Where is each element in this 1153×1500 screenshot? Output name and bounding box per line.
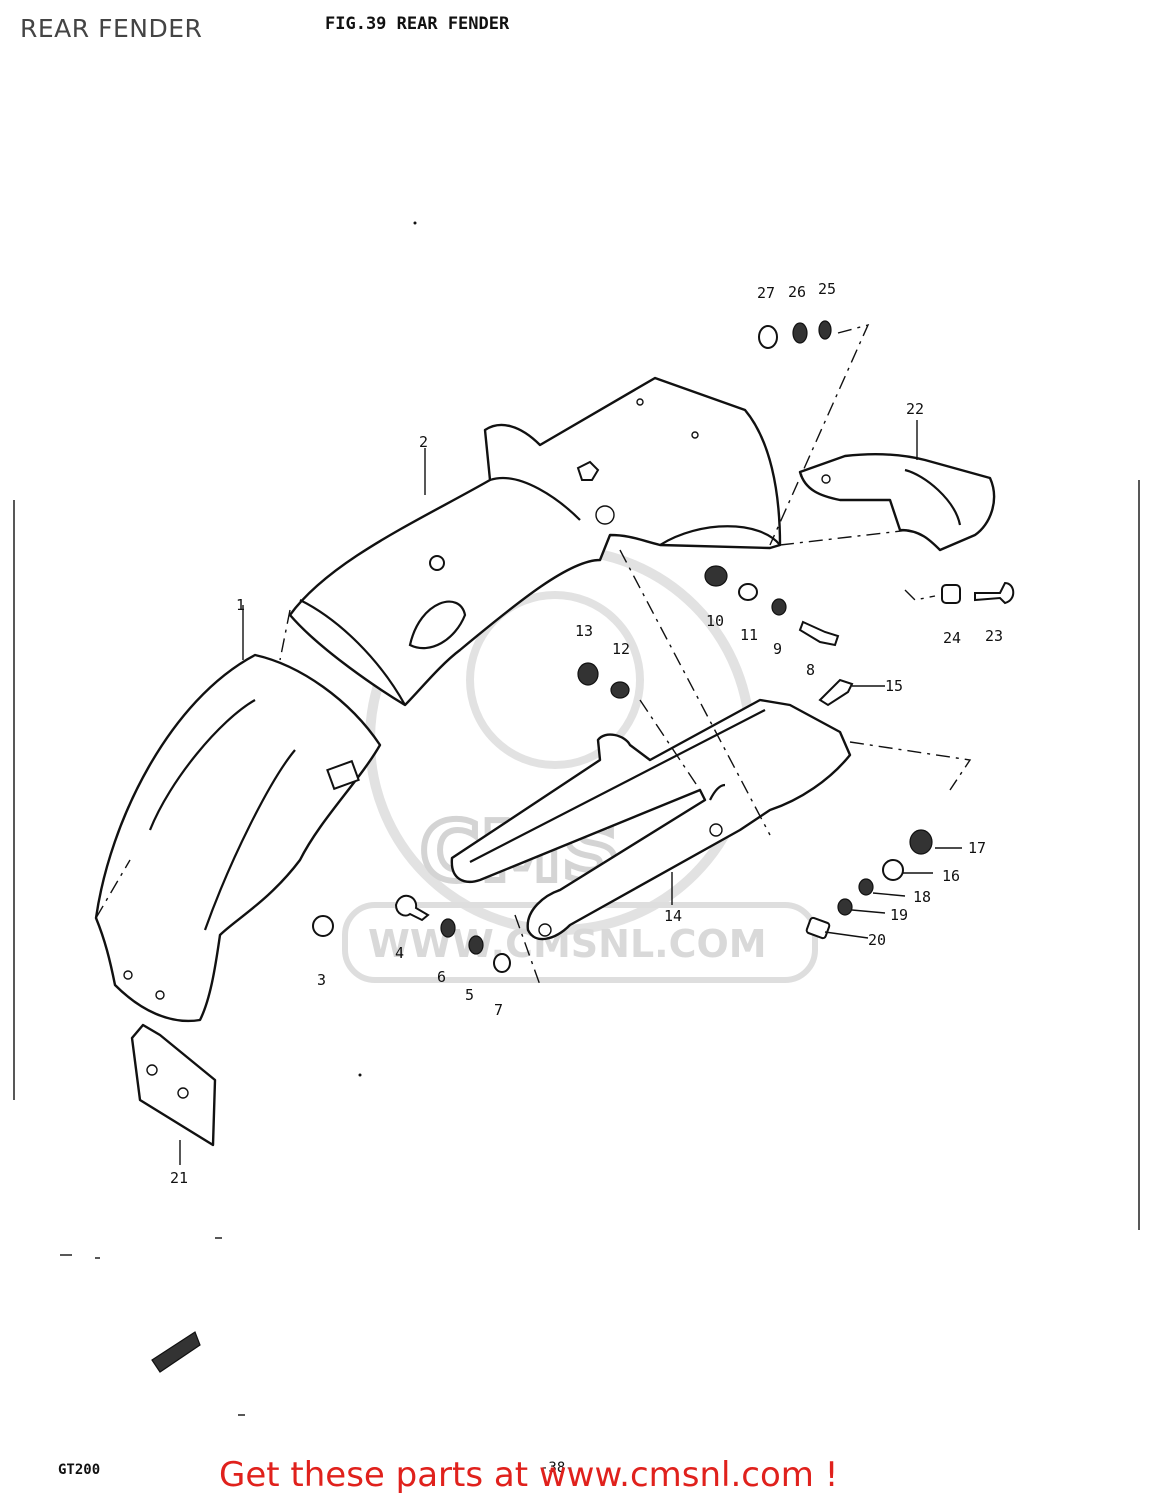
callout-3: 3 (317, 971, 326, 989)
callout-27: 27 (757, 284, 775, 302)
page-title: REAR FENDER (20, 14, 203, 43)
callout-labels: 1 2 3 4 5 6 7 8 9 10 11 12 13 14 15 16 1… (170, 280, 1003, 1187)
callout-19: 19 (890, 906, 908, 924)
callout-20: 20 (868, 931, 886, 949)
leader-lines (95, 323, 972, 1165)
upper-rear-fender (288, 376, 782, 707)
callout-15: 15 (885, 677, 903, 695)
callout-2: 2 (419, 433, 428, 451)
figure-title: FIG.39 REAR FENDER (325, 14, 510, 34)
watermark-site: WWW.CMSNL.COM (368, 922, 767, 966)
front-arrow-icon (151, 1331, 201, 1373)
callout-8: 8 (806, 661, 815, 679)
callout-4: 4 (395, 944, 404, 962)
callout-1: 1 (236, 596, 245, 614)
tail-bracket (798, 452, 996, 552)
lower-rear-fender (94, 653, 382, 1023)
rear-frame-arm (450, 698, 852, 941)
page-number: -38- (540, 1460, 574, 1476)
callout-21: 21 (170, 1169, 188, 1187)
callout-18: 18 (913, 888, 931, 906)
hardware (312, 320, 1015, 973)
callout-12: 12 (612, 640, 630, 658)
scan-marks (60, 221, 417, 1416)
callout-13: 13 (575, 622, 593, 640)
model-code: GT200 (58, 1462, 101, 1478)
callout-6: 6 (437, 968, 446, 986)
callout-23: 23 (985, 627, 1003, 645)
callout-10: 10 (706, 612, 724, 630)
callout-16: 16 (942, 867, 960, 885)
callout-26: 26 (788, 283, 806, 301)
callout-5: 5 (465, 986, 474, 1004)
callout-17: 17 (968, 839, 986, 857)
callout-9: 9 (773, 640, 782, 658)
callout-14: 14 (664, 907, 682, 925)
callout-11: 11 (740, 626, 758, 644)
promo-link[interactable]: Get these parts at www.cmsnl.com ! (219, 1455, 839, 1495)
plate-bracket (130, 1023, 217, 1147)
callout-22: 22 (906, 400, 924, 418)
callout-24: 24 (943, 629, 961, 647)
callout-25: 25 (818, 280, 836, 298)
callout-7: 7 (494, 1001, 503, 1019)
